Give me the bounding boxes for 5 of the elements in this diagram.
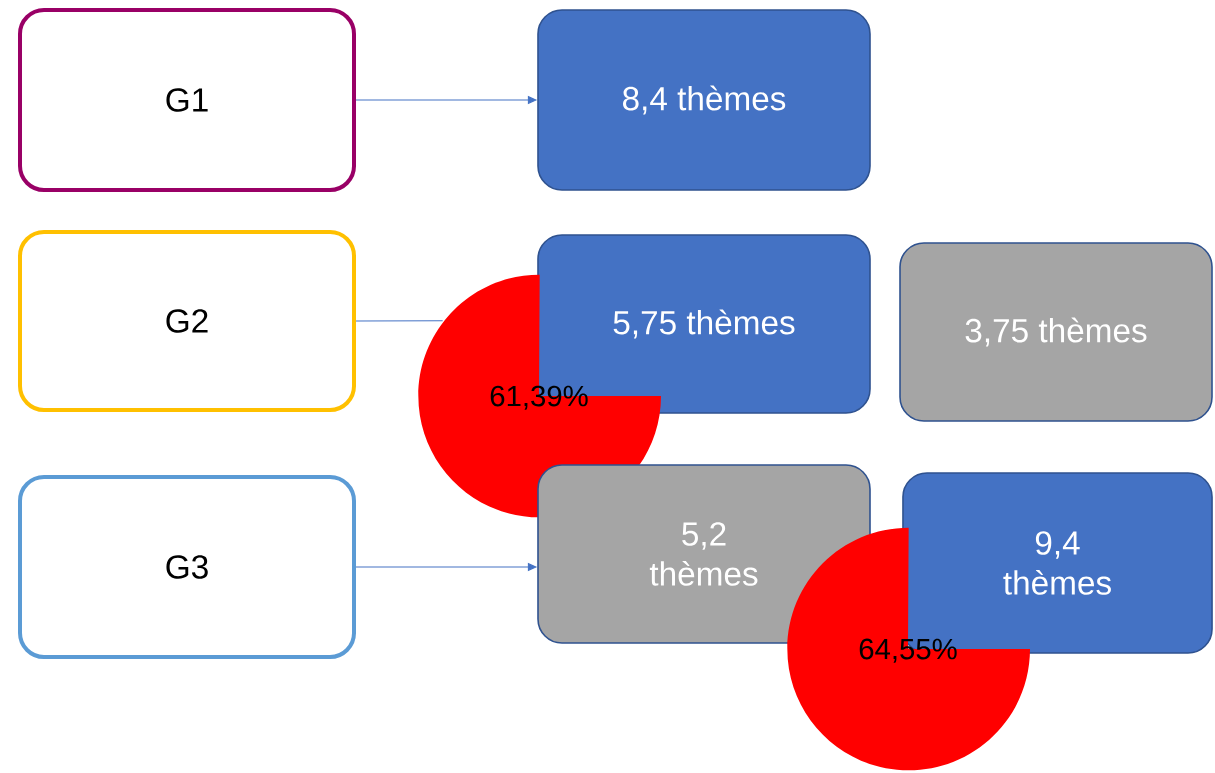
theme-count-box: 3,75 thèmes xyxy=(899,242,1213,422)
group-box: G2 xyxy=(18,230,356,412)
group-box: G3 xyxy=(18,475,356,659)
group-box: G1 xyxy=(18,8,356,192)
theme-count-box: 8,4 thèmes xyxy=(537,9,871,191)
